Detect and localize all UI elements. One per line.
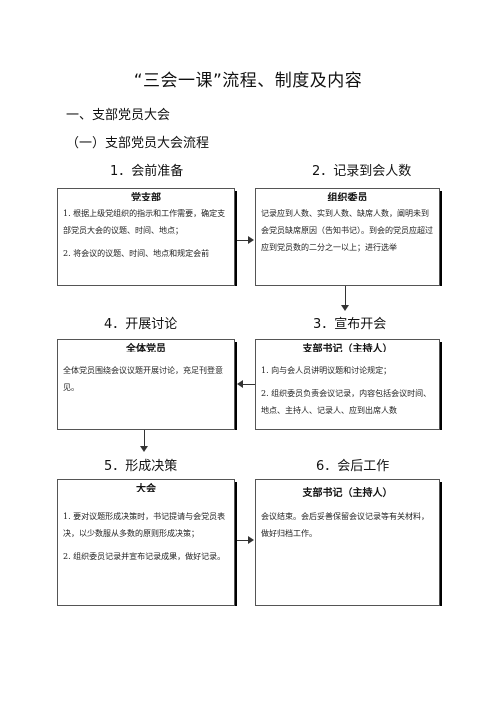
box-line: 1. 向与会人员讲明议题和讨论规定；	[261, 366, 392, 375]
box-body: 全体党员围绕会议议题开展讨论，充足刊登意见。	[63, 362, 229, 396]
box-header: 支部书记（主持人）	[302, 344, 393, 352]
box-body: 1. 向与会人员讲明议题和讨论规定； 2. 组织委员负责会议记录，内容包括会议时…	[261, 362, 434, 419]
flow-box-attendance: 组织委员 记录应到人数、实到人数、缺席人数，阐明未到会党员缺席原因（告知书记）。…	[255, 188, 440, 286]
step-label-2: 2．记录到会人数	[312, 164, 412, 179]
arrow-right-icon	[248, 536, 254, 544]
flow-box-decision: 大会 1. 要对议题形成决策时，书记提请与会党员表决，以少数服从多数的原则形成决…	[57, 479, 235, 606]
arrow-line	[345, 286, 346, 306]
box-line: 2. 组织委员负责会议记录，内容包括会议时间、地点、主持人、记录人、应到出席人数	[261, 389, 432, 415]
arrow-down-icon	[341, 305, 349, 311]
section-heading: 一、支部党员大会	[66, 108, 171, 123]
arrow-line	[237, 240, 249, 241]
box-shadow	[439, 191, 442, 286]
box-header: 组织委员	[327, 193, 368, 201]
box-shadow	[234, 482, 237, 606]
box-line: 会议结束。会后妥善保留会议记录等有关材料，做好归档工作。	[261, 512, 429, 538]
flow-box-preparation: 党支部 1. 根据上级党组织的指示和工作需要，确定支部党员大会的议题、时间、地点…	[57, 188, 235, 286]
box-body: 1. 要对议题形成决策时，书记提请与会党员表决，以少数服从多数的原则形成决策； …	[63, 508, 229, 565]
box-shadow	[439, 342, 442, 430]
box-body: 会议结束。会后妥善保留会议记录等有关材料，做好归档工作。	[261, 508, 434, 542]
box-header: 支部书记（主持人）	[302, 488, 393, 499]
flow-box-open-meeting: 支部书记（主持人） 1. 向与会人员讲明议题和讨论规定； 2. 组织委员负责会议…	[255, 339, 440, 430]
step-label-6: 6．会后工作	[316, 459, 390, 474]
step-label-4: 4．开展讨论	[104, 317, 178, 332]
box-body: 记录应到人数、实到人数、缺席人数，阐明未到会党员缺席原因（告知书记）。到会的党员…	[261, 205, 434, 256]
box-header: 大会	[136, 484, 156, 492]
arrow-line	[242, 384, 255, 385]
box-line: 1. 根据上级党组织的指示和工作需要，确定支部党员大会的议题、时间、地点；	[63, 209, 226, 235]
arrow-down-icon	[140, 446, 148, 452]
arrow-line	[144, 430, 145, 447]
box-line: 记录应到人数、实到人数、缺席人数，阐明未到会党员缺席原因（告知书记）。到会的党员…	[261, 209, 433, 252]
subsection-heading: （一）支部党员大会流程	[66, 136, 210, 151]
box-shadow	[234, 191, 237, 286]
box-header: 党支部	[131, 193, 161, 201]
flow-box-after-meeting: 支部书记（主持人） 会议结束。会后妥善保留会议记录等有关材料，做好归档工作。	[255, 479, 440, 606]
box-body: 1. 根据上级党组织的指示和工作需要，确定支部党员大会的议题、时间、地点； 2.…	[63, 205, 229, 262]
flow-box-discussion: 全体党员 全体党员围绕会议议题开展讨论，充足刊登意见。	[57, 339, 235, 430]
box-shadow	[234, 342, 237, 430]
step-label-1: 1．会前准备	[110, 164, 184, 179]
arrow-right-icon	[248, 236, 254, 244]
step-label-3: 3．宣布开会	[313, 317, 387, 332]
arrow-line	[237, 540, 249, 541]
box-line: 2. 将会议的议题、时间、地点和规定会前	[63, 249, 210, 258]
box-shadow	[439, 482, 442, 606]
box-line: 1. 要对议题形成决策时，书记提请与会党员表决，以少数服从多数的原则形成决策；	[63, 512, 226, 538]
box-header: 全体党员	[126, 344, 166, 352]
page-title: “三会一课”流程、制度及内容	[133, 71, 363, 91]
step-label-5: 5．形成决策	[104, 459, 178, 474]
box-line: 全体党员围绕会议议题开展讨论，充足刊登意见。	[63, 366, 223, 392]
box-line: 2. 组织委员记录并宣布记录成果，做好记录。	[63, 552, 226, 561]
arrow-left-icon	[237, 380, 243, 388]
